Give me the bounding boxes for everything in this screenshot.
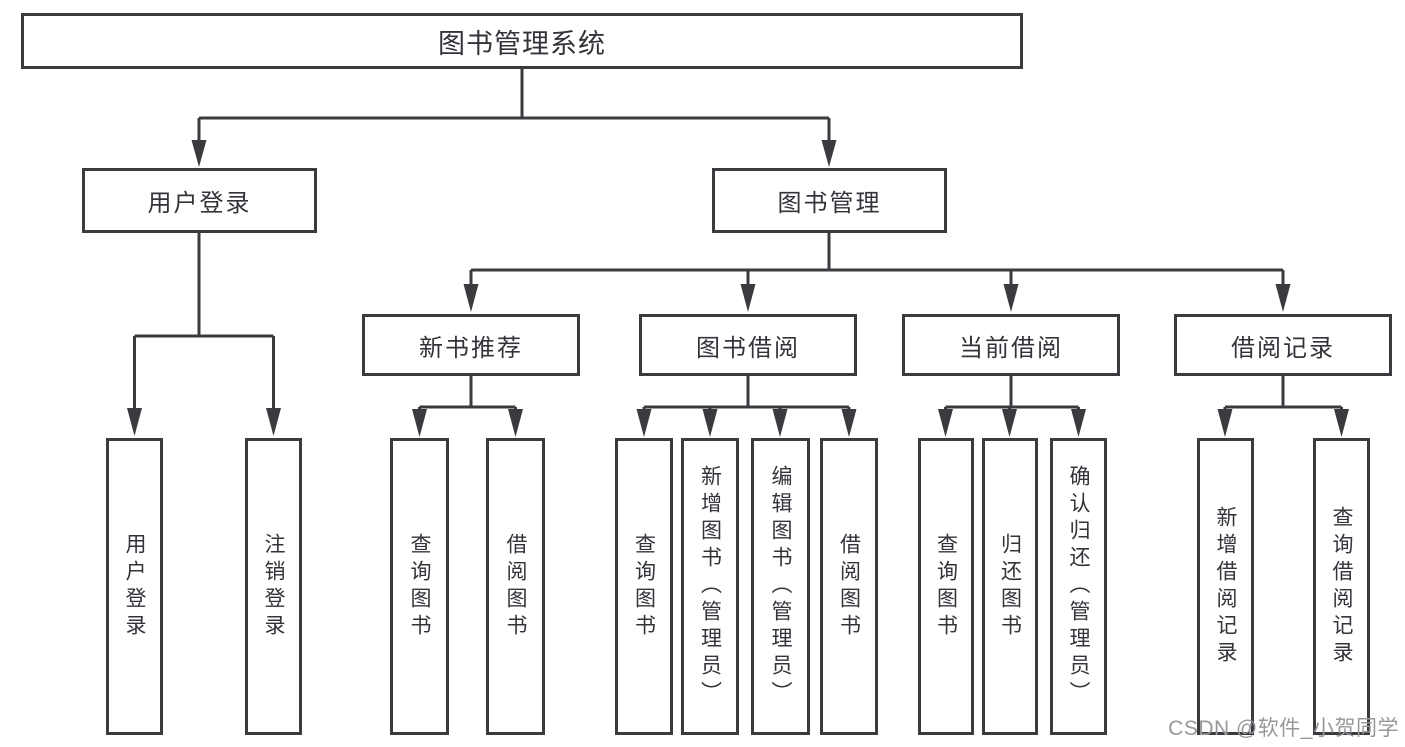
arrowheads bbox=[127, 140, 1349, 437]
leaf-add-borrow-record: 新增借阅记录 bbox=[1197, 438, 1254, 735]
arrow-bb-add bbox=[702, 409, 718, 437]
arrow-to-borrow-record bbox=[1275, 284, 1291, 312]
arrow-to-user-login bbox=[191, 140, 207, 167]
leaf-return-book: 归还图书 bbox=[982, 438, 1038, 735]
csdn-watermark: CSDN @软件_小贺同学 bbox=[1168, 717, 1399, 740]
leaf-borrow-book-2: 借阅图书 bbox=[820, 438, 878, 735]
arrow-br-query bbox=[1334, 409, 1349, 437]
arrow-to-current-borrow bbox=[1003, 284, 1019, 312]
node-system: 图书管理系统 bbox=[21, 13, 1023, 69]
arrow-to-logout-leaf bbox=[266, 408, 281, 436]
arrow-to-book-mgmt bbox=[821, 140, 837, 167]
arrow-bb-edit bbox=[772, 409, 788, 437]
node-current-borrow: 当前借阅 bbox=[902, 314, 1120, 376]
arrow-cb-query bbox=[938, 409, 953, 437]
leaf-query-book-3: 查询图书 bbox=[918, 438, 974, 735]
node-user-login: 用户登录 bbox=[82, 168, 317, 233]
arrow-to-user-login-leaf bbox=[127, 408, 142, 436]
connector-book-mgmt-children bbox=[469, 233, 1285, 286]
leaf-query-book-1: 查询图书 bbox=[390, 438, 449, 735]
arrow-to-book-borrow bbox=[740, 284, 756, 312]
arrow-to-new-book-rec bbox=[463, 284, 479, 312]
connector-borrow-record-children bbox=[1223, 376, 1343, 410]
connector-current-borrow-children bbox=[944, 376, 1080, 410]
leaf-borrow-book-1: 借阅图书 bbox=[486, 438, 545, 735]
node-new-book-rec: 新书推荐 bbox=[362, 314, 580, 376]
leaf-confirm-return-admin: 确认归还（管理员） bbox=[1050, 438, 1107, 735]
node-book-borrow: 图书借阅 bbox=[639, 314, 857, 376]
arrow-br-add bbox=[1217, 409, 1233, 437]
connector-paths bbox=[133, 69, 1343, 410]
leaf-user-login: 用户登录 bbox=[106, 438, 163, 735]
connector-user-login-children bbox=[133, 233, 275, 409]
leaf-edit-book-admin: 编辑图书（管理员） bbox=[751, 438, 810, 735]
leaf-query-borrow-record: 查询借阅记录 bbox=[1313, 438, 1370, 735]
node-borrow-record: 借阅记录 bbox=[1174, 314, 1392, 376]
arrow-bb-borrow bbox=[841, 409, 857, 437]
leaf-add-book-admin: 新增图书（管理员） bbox=[681, 438, 739, 735]
leaf-query-book-2: 查询图书 bbox=[615, 438, 673, 735]
leaf-logout: 注销登录 bbox=[245, 438, 302, 735]
connector-root-to-level2 bbox=[197, 69, 831, 142]
connector-book-borrow-children bbox=[642, 376, 851, 410]
node-book-mgmt: 图书管理 bbox=[712, 168, 947, 233]
arrow-nbr-borrow bbox=[508, 409, 523, 437]
arrow-cb-confirm bbox=[1071, 409, 1086, 437]
arrow-cb-return bbox=[1002, 409, 1017, 437]
connector-new-book-rec-children bbox=[418, 376, 517, 410]
arrow-bb-query bbox=[636, 409, 652, 437]
arrow-nbr-query bbox=[412, 409, 427, 437]
